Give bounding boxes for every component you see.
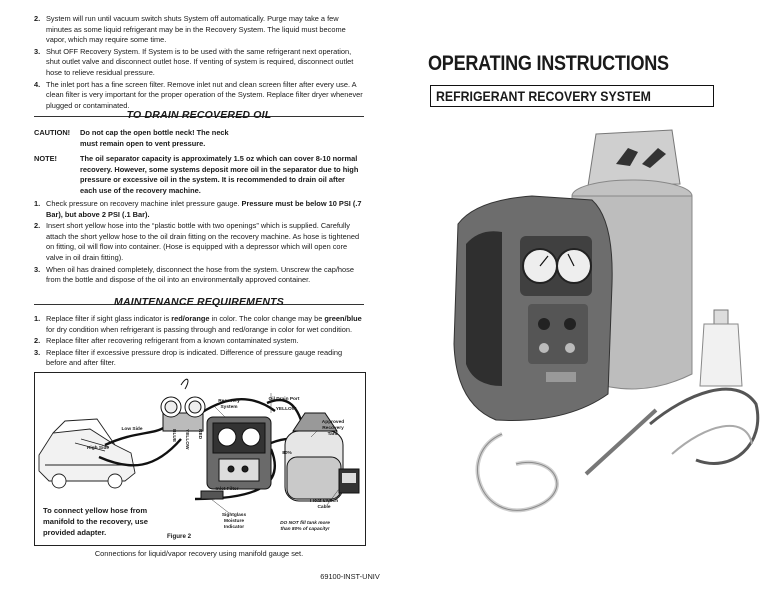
maintenance-steps-list: 1.Replace filter if sight glass indicato…	[34, 314, 364, 370]
list-item: 1.Replace filter if sight glass indicato…	[34, 314, 362, 334]
label-blue: BLUE	[171, 429, 176, 443]
recovery-machine-image	[453, 195, 613, 421]
list-item: 2.System will run until vacuum switch sh…	[34, 14, 346, 45]
drain-section-title: TO DRAIN RECOVERED OIL	[126, 109, 272, 121]
hoses-image	[475, 387, 760, 513]
caution-label: CAUTION!	[34, 128, 71, 137]
figure-2-frame: Recovery System Oil Drain Port YELLOW Ap…	[34, 372, 366, 546]
divider	[34, 304, 364, 305]
list-item: 1.Check pressure on recovery machine inl…	[34, 199, 362, 219]
top-steps-list: 2.System will run until vacuum switch sh…	[34, 14, 364, 112]
recovery-machine	[206, 416, 272, 490]
oil-bottle-image	[699, 309, 743, 387]
label-approved-tank: Approved Recovery Tank	[321, 420, 345, 437]
list-item: 2.Insert short yellow hose into the “pla…	[34, 221, 360, 262]
list-item: 3.Shut OFF Recovery System. If System is…	[34, 46, 354, 77]
label-80-percent: 80%	[282, 451, 292, 456]
label-inlet-filter: Inlet Filter	[215, 487, 239, 492]
divider	[34, 116, 364, 117]
caution-block: CAUTION! Do not cap the open bottle neck…	[34, 128, 364, 197]
yellow-hose	[200, 398, 276, 415]
car-illustration	[38, 418, 136, 489]
label-float-switch: Float Switch Cable	[309, 499, 339, 510]
maintenance-section-title: MAINTENANCE REQUIREMENTS	[114, 296, 284, 308]
caution-text: Do not cap the open bottle neck! The nec…	[80, 128, 229, 148]
figure-caption: Connections for liquid/vapor recovery us…	[94, 549, 304, 558]
page-subtitle: REFRIGERANT RECOVERY SYSTEM	[430, 85, 714, 107]
label-sightglass: Sightglass Moisture Indicator	[221, 513, 247, 530]
subtitle-text: REFRIGERANT RECOVERY SYSTEM	[436, 88, 651, 104]
connect-note: To connect yellow hose from manifold to …	[43, 506, 148, 537]
manifold-gauge-set	[160, 378, 206, 432]
connection-diagram	[38, 378, 360, 514]
note-text: The oil separator capacity is approximat…	[80, 154, 359, 195]
list-item: 3.Replace filter if excessive pressure d…	[34, 347, 343, 368]
low-side-hose	[104, 425, 166, 447]
page-title: OPERATING INSTRUCTIONS	[428, 52, 669, 75]
recovery-tank	[284, 412, 344, 502]
label-red: RED	[197, 429, 202, 440]
list-item: 2.Replace filter after recovering refrig…	[34, 336, 299, 346]
label-high-side: High Side	[86, 446, 110, 451]
list-item: 3.When oil has drained completely, disco…	[34, 264, 354, 285]
inlet-filter	[200, 490, 224, 500]
note-label: NOTE!	[34, 154, 57, 164]
label-recovery-system: Recovery System	[218, 399, 240, 410]
oil-hose	[266, 398, 305, 428]
document-code: 69100-INST-UNIV	[320, 572, 380, 581]
list-item: 4.The inlet port has a fine screen filte…	[34, 79, 363, 110]
drain-steps-list: 1.Check pressure on recovery machine inl…	[34, 199, 364, 287]
label-low-side: Low Side	[121, 427, 143, 432]
high-side-hose	[98, 438, 182, 467]
figure-number: Figure 2	[167, 533, 192, 540]
label-oil-drain-port: Oil Drain Port	[268, 397, 300, 402]
label-yellow: YELLOW	[275, 407, 297, 412]
product-illustration	[453, 129, 760, 513]
label-yellow-vertical: YELLOW	[184, 429, 189, 450]
label-do-not-fill: DO NOT fill tank more than 80% of capaci…	[280, 521, 330, 532]
